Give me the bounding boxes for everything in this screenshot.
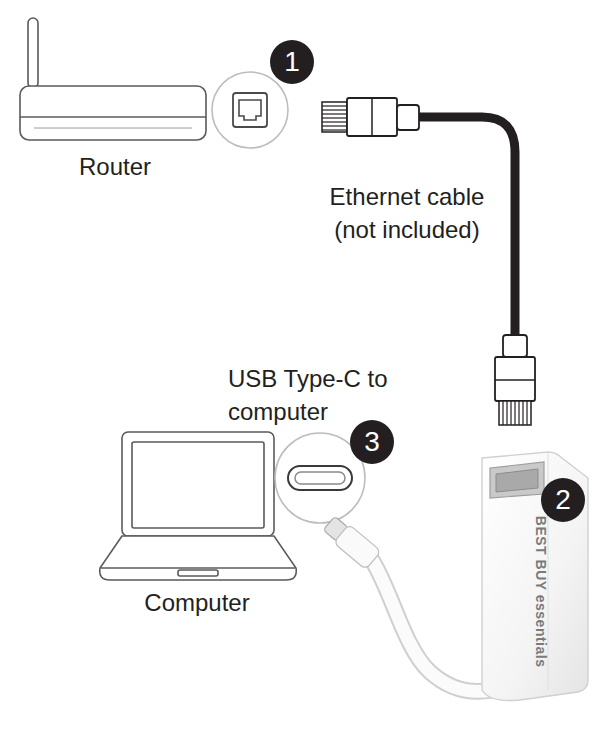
callout-number: 3 bbox=[350, 420, 394, 464]
cable-label: Ethernet cable (not included) bbox=[315, 180, 499, 246]
port-inset bbox=[212, 72, 288, 148]
port-label: USB Type-C to computer bbox=[228, 362, 418, 428]
device-label: Router bbox=[35, 150, 195, 183]
router-icon bbox=[20, 18, 206, 140]
callout-number: 1 bbox=[270, 40, 314, 84]
device-label: Computer bbox=[112, 586, 282, 619]
brand-logo: BEST BUY essentials bbox=[531, 516, 550, 668]
usb-ethernet-adapter bbox=[321, 452, 588, 701]
laptop-icon bbox=[100, 432, 297, 580]
callout-number: 2 bbox=[541, 478, 585, 522]
